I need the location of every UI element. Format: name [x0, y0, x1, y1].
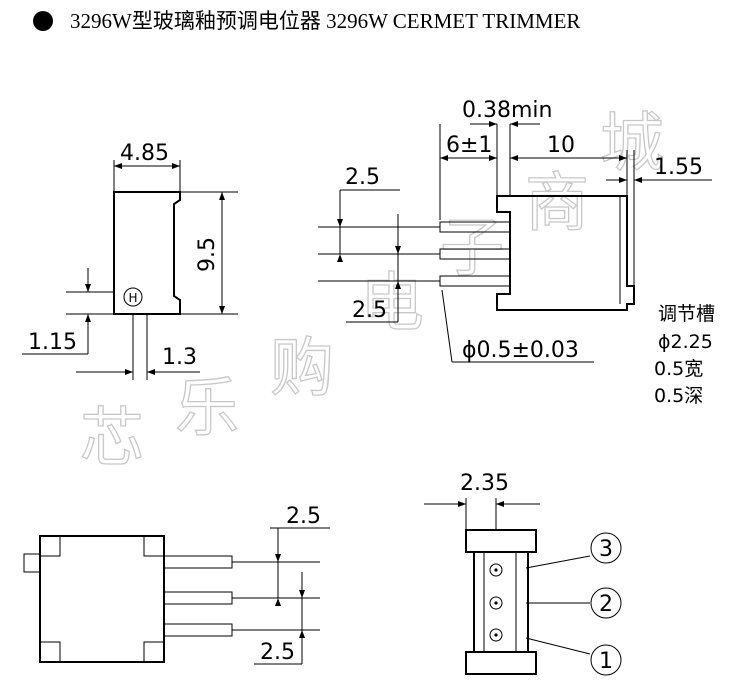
width-label: 4.85 — [120, 141, 169, 166]
watermark-char: 商 — [525, 167, 589, 241]
bottom-body-outline — [39, 535, 165, 663]
pin-view: 2.35 3 2 1 — [424, 471, 622, 676]
watermark-char: 购 — [270, 332, 334, 406]
callout-line — [525, 637, 591, 655]
pin-number-1: 1 — [599, 649, 613, 674]
dim-arrows — [458, 501, 504, 507]
pitch-bottom-label: 2.5 — [260, 640, 295, 665]
corner-mark — [40, 536, 61, 557]
pitch-top-label: 2.5 — [286, 504, 321, 529]
page-title: 3296W型玻璃釉预调电位器 3296W CERMET TRIMMER — [70, 9, 580, 33]
dim-arrows — [125, 369, 155, 375]
pin-view-bottom-flange — [465, 651, 537, 675]
pin-dot — [494, 633, 498, 637]
offset-label: 1.15 — [28, 330, 77, 355]
slot-width: 0.5宽 — [654, 358, 703, 380]
front-body-outline — [113, 191, 181, 315]
height-label: 9.5 — [195, 237, 220, 272]
slot-depth: 0.5深 — [654, 385, 703, 407]
adjust-screw-icon — [123, 287, 143, 307]
callout-line — [525, 555, 591, 569]
dim-arrows — [489, 121, 518, 127]
pin-hole-3 — [489, 563, 503, 577]
pin-diameter-label: ϕ0.5±0.03 — [462, 338, 579, 363]
flange-label: 1.55 — [654, 155, 703, 180]
dim-arrows — [619, 177, 642, 183]
pin-number-circle — [590, 532, 622, 564]
bottom-left-view: 2.5 2.5 — [23, 504, 330, 665]
watermark-char: 芯 — [80, 402, 144, 476]
pin-hole-1 — [489, 628, 503, 642]
pin-width-label: 2.35 — [460, 471, 509, 496]
leader-line — [441, 289, 453, 363]
corner-mark — [143, 641, 164, 662]
front-view: H 4.85 9.5 1.15 1.3 — [22, 141, 238, 380]
adjust-slot-note: 调节槽 ϕ2.25 0.5宽 0.5深 — [654, 303, 715, 407]
dim-arrows — [85, 284, 91, 322]
pin-view-top-flange — [465, 529, 537, 553]
screw-tab — [23, 553, 40, 573]
slot-diameter: ϕ2.25 — [658, 331, 713, 353]
bottom-pin — [163, 555, 233, 569]
pin-number-2: 2 — [599, 592, 613, 617]
slot-title: 调节槽 — [658, 303, 715, 325]
bottom-pin — [163, 623, 233, 637]
side-view: 0.38min 6±1 10 1.55 2.5 2.5 ϕ0.5±0.03 — [318, 98, 712, 363]
dim-arrows — [114, 163, 180, 169]
watermark-char: 城 — [600, 107, 664, 181]
header: 3296W型玻璃釉预调电位器 3296W CERMET TRIMMER — [33, 9, 580, 33]
filled-circle-icon — [33, 11, 53, 31]
watermark-char: 乐 — [175, 372, 239, 446]
corner-mark — [40, 641, 61, 662]
pin-number-3: 3 — [599, 537, 613, 562]
pin-dot — [494, 568, 498, 572]
pin-width-label: 1.3 — [162, 345, 197, 370]
pin-length-label: 6±1 — [446, 133, 492, 158]
pitch-top-label: 2.5 — [345, 165, 380, 190]
body-length-label: 10 — [547, 133, 575, 158]
corner-mark — [143, 536, 164, 557]
pin-dot — [494, 601, 498, 605]
clearance-label: 0.38min — [462, 98, 552, 123]
pin-number-circle — [590, 587, 622, 619]
marking-symbol: H — [128, 291, 137, 305]
watermark-char: 电 — [360, 267, 424, 341]
pitch-bottom-label: 2.5 — [352, 298, 387, 323]
pin-hole-2 — [489, 596, 503, 610]
bottom-pin — [163, 591, 233, 605]
pin-number-circle — [590, 644, 622, 676]
